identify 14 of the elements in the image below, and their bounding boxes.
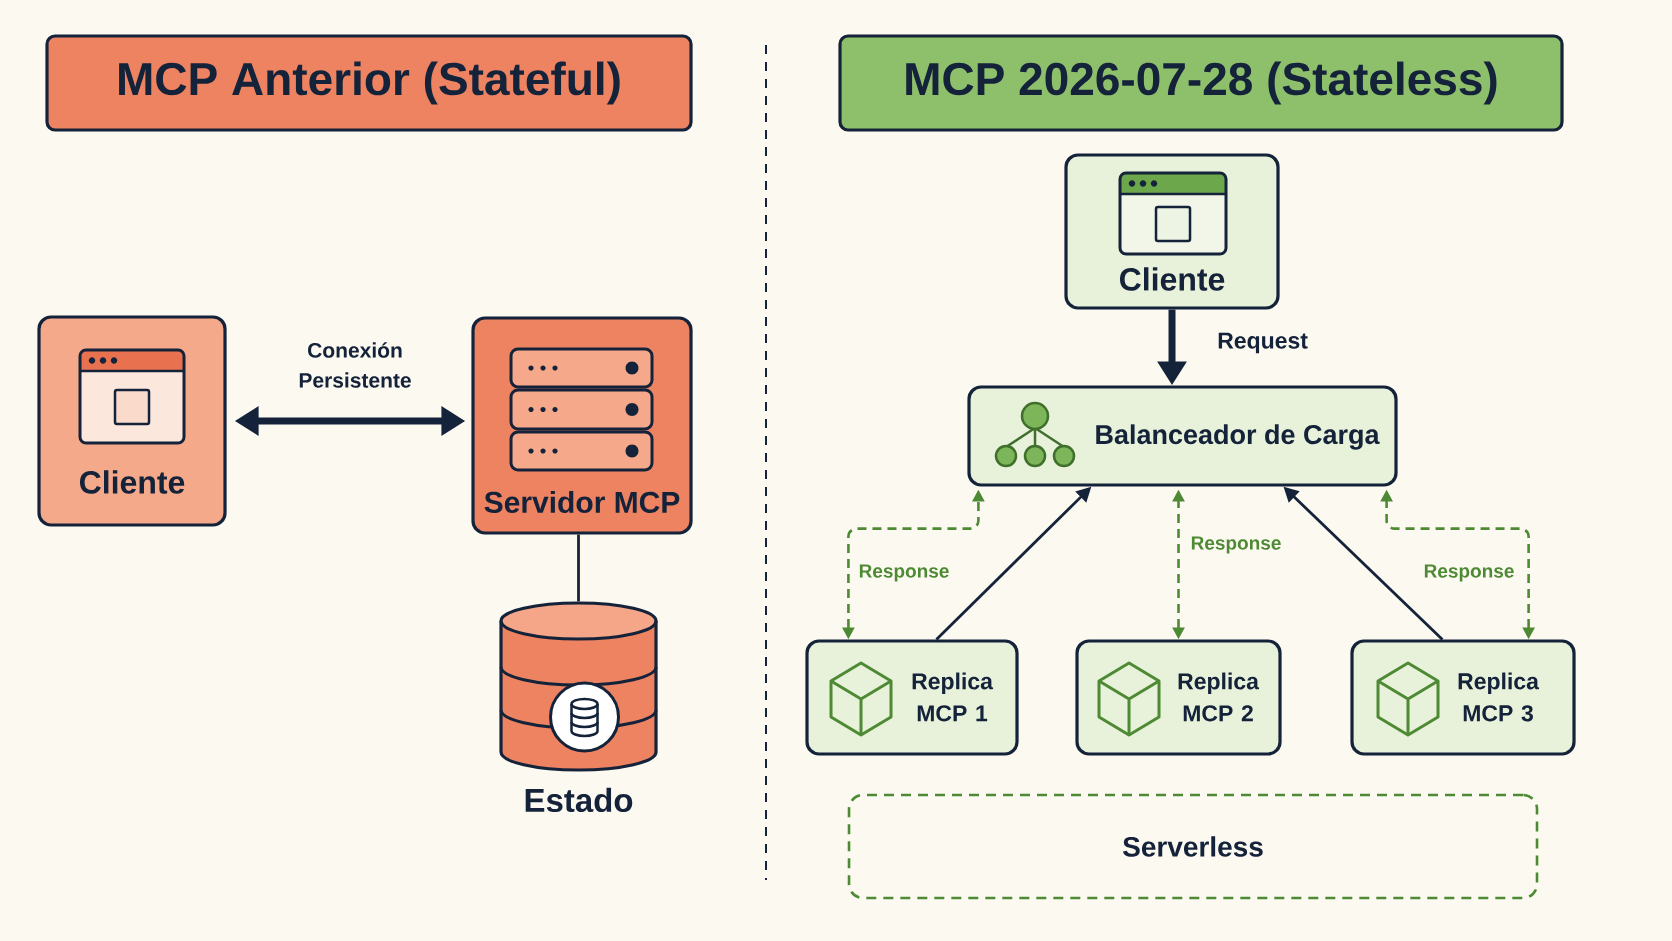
replica-box: Replica MCP 3: [1350, 639, 1576, 756]
edge-label: Response: [1191, 536, 1281, 554]
edge-label: Response: [1424, 564, 1514, 582]
replica-box: Replica MCP 2: [1075, 639, 1282, 756]
title-banner: MCP 2026-07-28 (Stateless): [838, 34, 1564, 132]
dashed-box: Serverless: [847, 793, 1539, 900]
edge-label: Response: [859, 564, 949, 582]
edge-label: Request: [1218, 332, 1308, 354]
connector-line: [577, 534, 580, 602]
edge-label: Conexión Persistente: [299, 342, 411, 388]
title-banner: MCP Anterior (Stateful): [45, 34, 693, 132]
load-balancer-box: Balanceador de Carga: [967, 385, 1398, 487]
cylinder-label: Estado: [525, 787, 633, 813]
replica-box: Replica MCP 1: [805, 639, 1019, 756]
